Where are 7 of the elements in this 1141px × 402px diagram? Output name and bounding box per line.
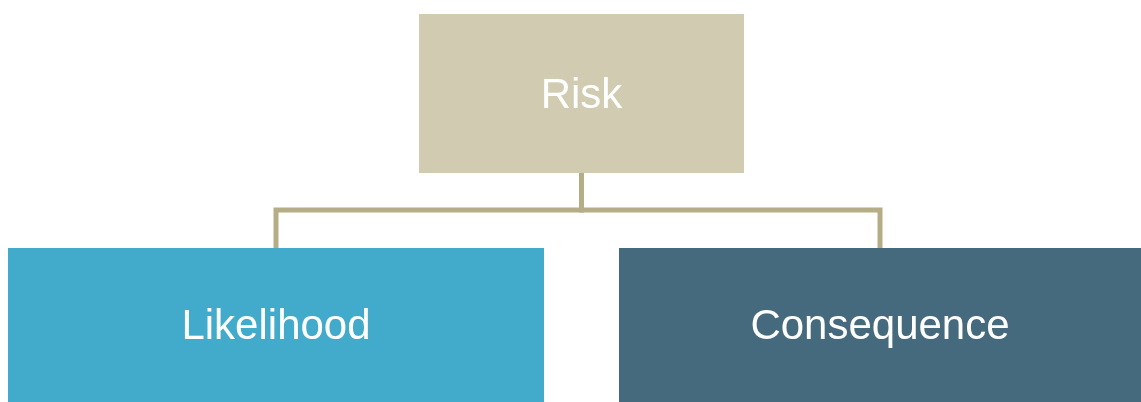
box-label: Risk bbox=[540, 69, 623, 118]
connector-line bbox=[579, 173, 883, 248]
box-label: Likelihood bbox=[181, 301, 371, 349]
process-box bbox=[8, 248, 544, 402]
box-label: Consequence bbox=[750, 301, 1010, 349]
process-box bbox=[619, 248, 1141, 402]
process-box bbox=[419, 14, 744, 173]
